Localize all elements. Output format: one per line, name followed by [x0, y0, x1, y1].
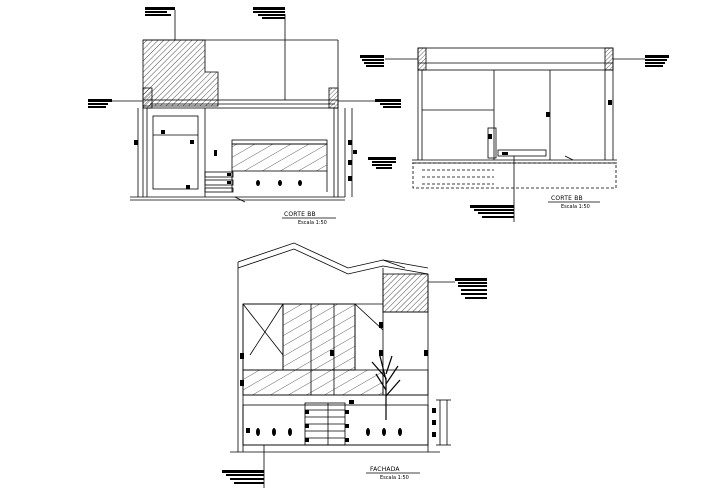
facade	[230, 242, 455, 488]
section-left-scale: Escala 1:50	[298, 220, 327, 226]
section-left	[112, 10, 390, 203]
section-right-caption: CORTE BB Escala 1:50	[548, 195, 600, 210]
section-left-marks	[88, 7, 401, 189]
section-left-caption: CORTE BB Escala 1:50	[282, 211, 336, 226]
section-right-marks	[360, 55, 669, 218]
section-right-scale: Escala 1:50	[561, 204, 590, 210]
facade-scale: Escala 1:50	[380, 475, 409, 481]
section-right-title: CORTE BB	[551, 195, 583, 202]
section-right	[385, 47, 645, 222]
facade-title: FACHADA	[370, 466, 400, 473]
facade-marks	[222, 278, 487, 484]
facade-caption: FACHADA Escala 1:50	[366, 466, 420, 481]
section-left-title: CORTE BB	[284, 211, 316, 218]
